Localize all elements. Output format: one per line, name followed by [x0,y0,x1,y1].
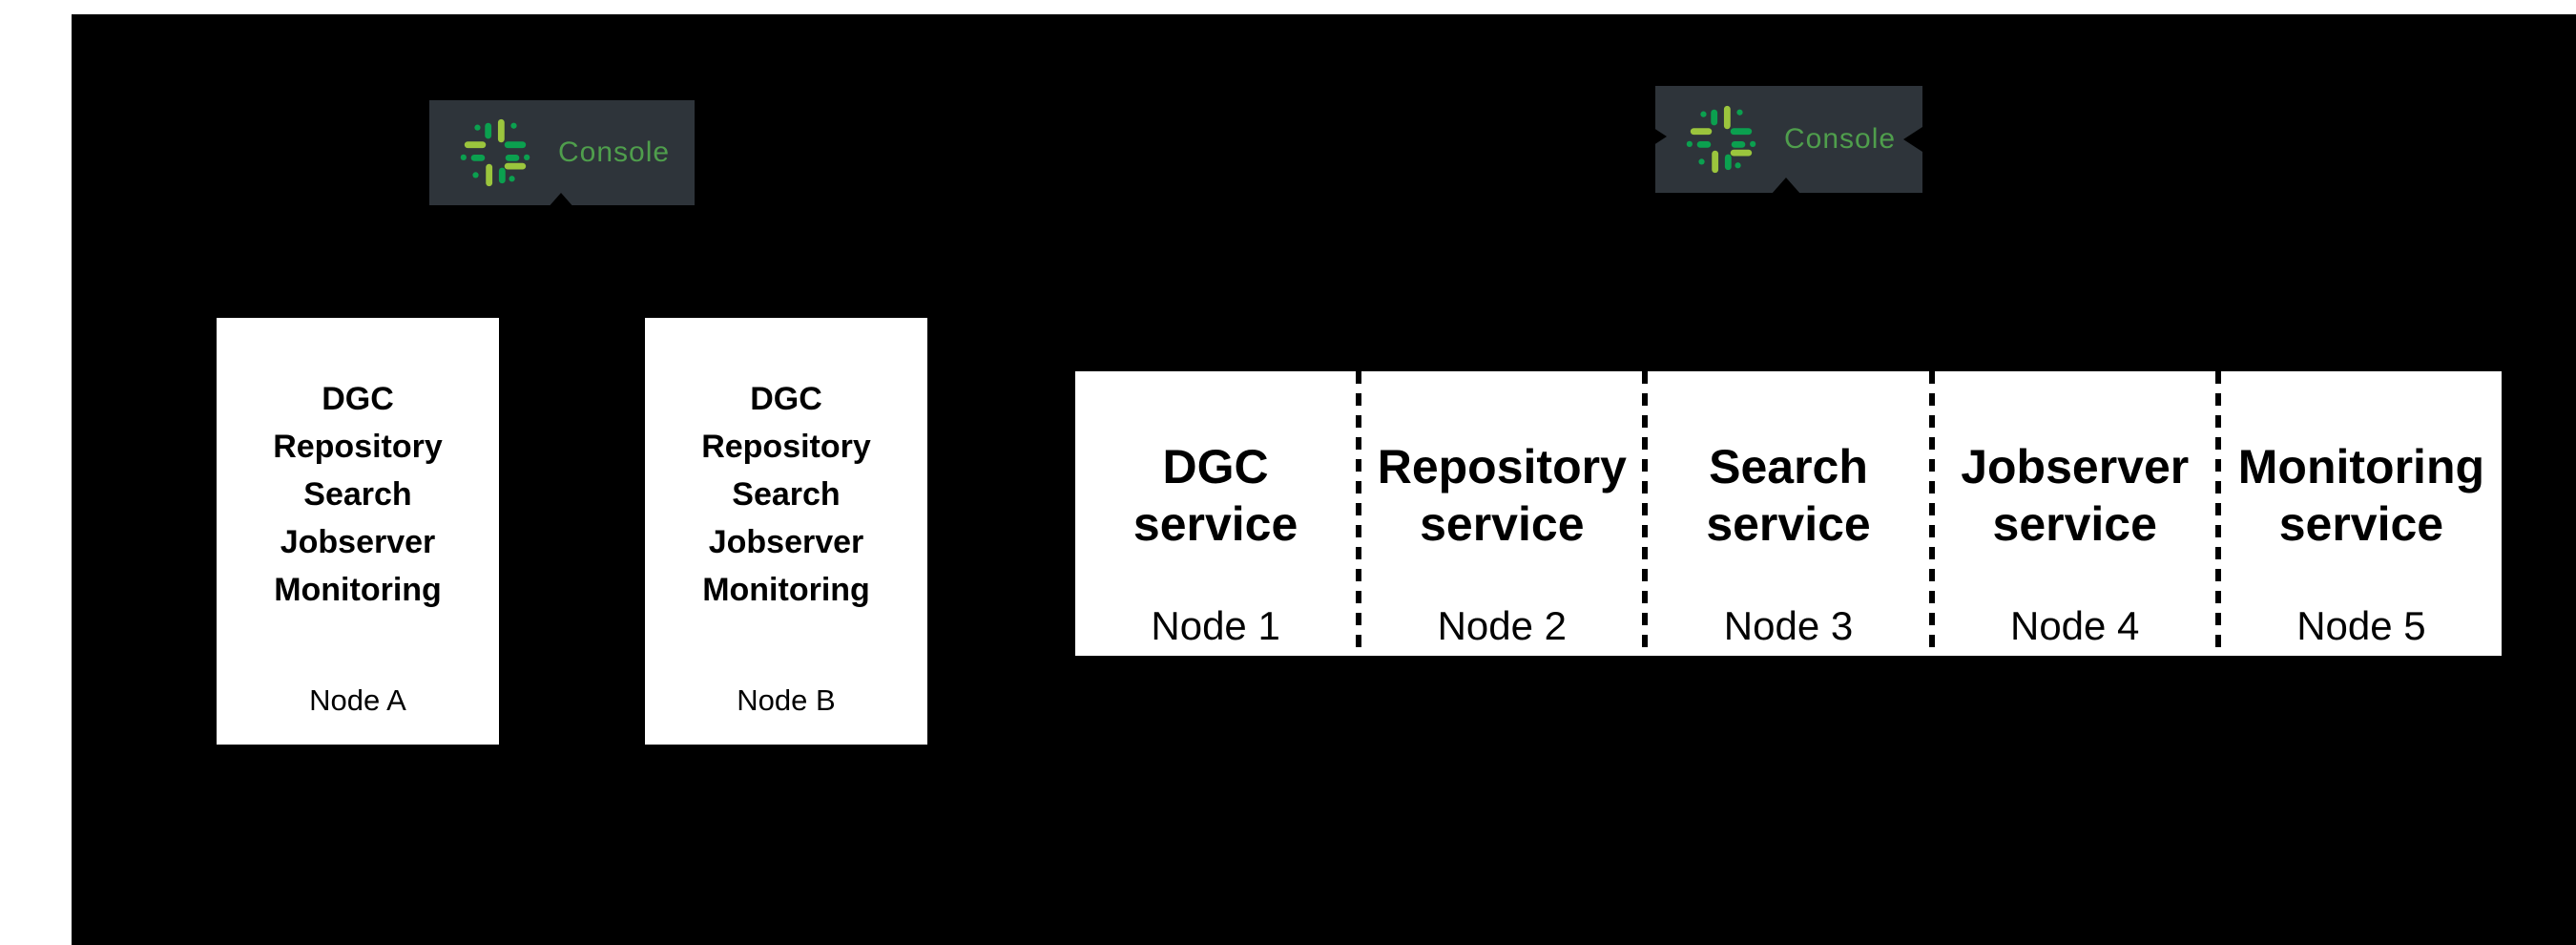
node-label: Node 5 [2296,603,2426,648]
console-label: Console [558,136,671,168]
service-label: Search service [1706,438,1870,553]
cluster-cell-node-1: DGC service Node 1 [1075,371,1356,656]
service-label: Monitoring service [2238,438,2484,553]
node-label: Node B [737,683,836,717]
console-icon [460,118,530,187]
service-line: Monitoring [702,572,870,608]
service-suffix: service [1420,497,1585,551]
cluster-cell-node-2: Repository service Node 2 [1361,371,1642,656]
service-suffix: service [1706,497,1871,551]
cluster-cell-node-4: Jobserver service Node 4 [1935,371,2215,656]
service-line: Jobserver [280,524,436,560]
service-name: Search [1709,440,1868,494]
service-list: DGC Repository Search Jobserver Monitori… [701,375,871,614]
service-label: Jobserver service [1961,438,2189,553]
dashed-divider [2214,371,2221,656]
service-name: Monitoring [2237,440,2485,494]
service-name: Repository [1377,440,1627,494]
dashed-divider [1356,371,1362,656]
diagram-canvas: Console [72,14,2576,945]
node-label: Node 2 [1437,603,1568,648]
node-label: Node 3 [1723,603,1854,648]
service-list: DGC Repository Search Jobserver Monitori… [273,375,443,614]
cluster-cell-node-3: Search service Node 3 [1648,371,1928,656]
service-line: Search [303,476,412,513]
service-line: Repository [701,429,871,465]
service-line: DGC [750,381,822,417]
service-line: Monitoring [274,572,442,608]
dashed-divider [1642,371,1649,656]
service-name: Jobserver [1961,440,2190,494]
cluster-row: DGC service Node 1 Repository service No… [1075,371,2502,656]
console-badge-left: Console [429,100,695,205]
console-badge-right: Console [1655,86,1922,193]
node-label: Node 1 [1151,603,1280,648]
node-box-a: DGC Repository Search Jobserver Monitori… [217,318,499,745]
service-suffix: service [2278,497,2444,551]
cluster-cell-node-5: Monitoring service Node 5 [2221,371,2502,656]
node-box-b: DGC Repository Search Jobserver Monitori… [645,318,927,745]
service-line: DGC [322,381,394,417]
console-label: Console [1784,123,1897,155]
service-suffix: service [1992,497,2157,551]
service-label: Repository service [1378,438,1627,553]
service-line: Search [732,476,841,513]
node-label: Node 4 [2009,603,2140,648]
service-label: DGC service [1133,438,1298,553]
service-line: Jobserver [708,524,864,560]
node-label: Node A [309,683,406,717]
console-icon [1686,105,1756,174]
dashed-divider [1928,371,1935,656]
service-suffix: service [1132,497,1298,551]
service-line: Repository [273,429,443,465]
service-name: DGC [1162,440,1269,494]
